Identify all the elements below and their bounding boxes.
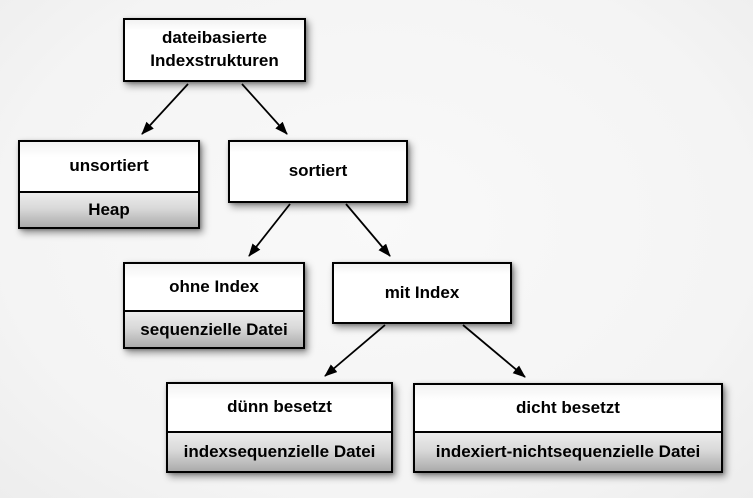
node-sorted-label: sortiert: [288, 161, 348, 181]
node-sparse-sublabel: indexsequenzielle Datei: [168, 431, 391, 471]
node-sparse-label: dünn besetzt: [227, 397, 332, 417]
node-no-index-sublabel: sequenzielle Datei: [125, 310, 303, 347]
node-dense-sublabel: indexiert-nichtsequenzielle Datei: [415, 431, 721, 471]
edge-sorted-withindex: [345, 203, 391, 257]
node-dense-label: dicht besetzt: [516, 397, 620, 417]
node-with-index: mit Index: [332, 262, 512, 324]
edge-withindex-dense: [462, 324, 526, 378]
edge-root-unsorted: [141, 83, 189, 135]
edge-withindex-sparse: [324, 324, 386, 377]
node-no-index-label: ohne Index: [169, 276, 259, 296]
node-sparse: dünn besetzt indexsequenzielle Datei: [166, 382, 393, 473]
node-sorted: sortiert: [228, 140, 408, 203]
node-dense: dicht besetzt indexiert-nichtsequenziell…: [413, 383, 723, 473]
node-with-index-label: mit Index: [384, 282, 460, 302]
node-unsorted: unsortiert Heap: [18, 140, 200, 229]
edge-root-sorted: [241, 83, 288, 135]
node-unsorted-sublabel: Heap: [20, 191, 198, 227]
node-root: dateibasierte Indexstrukturen: [123, 18, 306, 82]
edge-sorted-noindex: [248, 203, 291, 257]
node-root-label: dateibasierte Indexstrukturen: [150, 28, 279, 70]
node-no-index: ohne Index sequenzielle Datei: [123, 262, 305, 349]
node-unsorted-label: unsortiert: [69, 156, 149, 176]
